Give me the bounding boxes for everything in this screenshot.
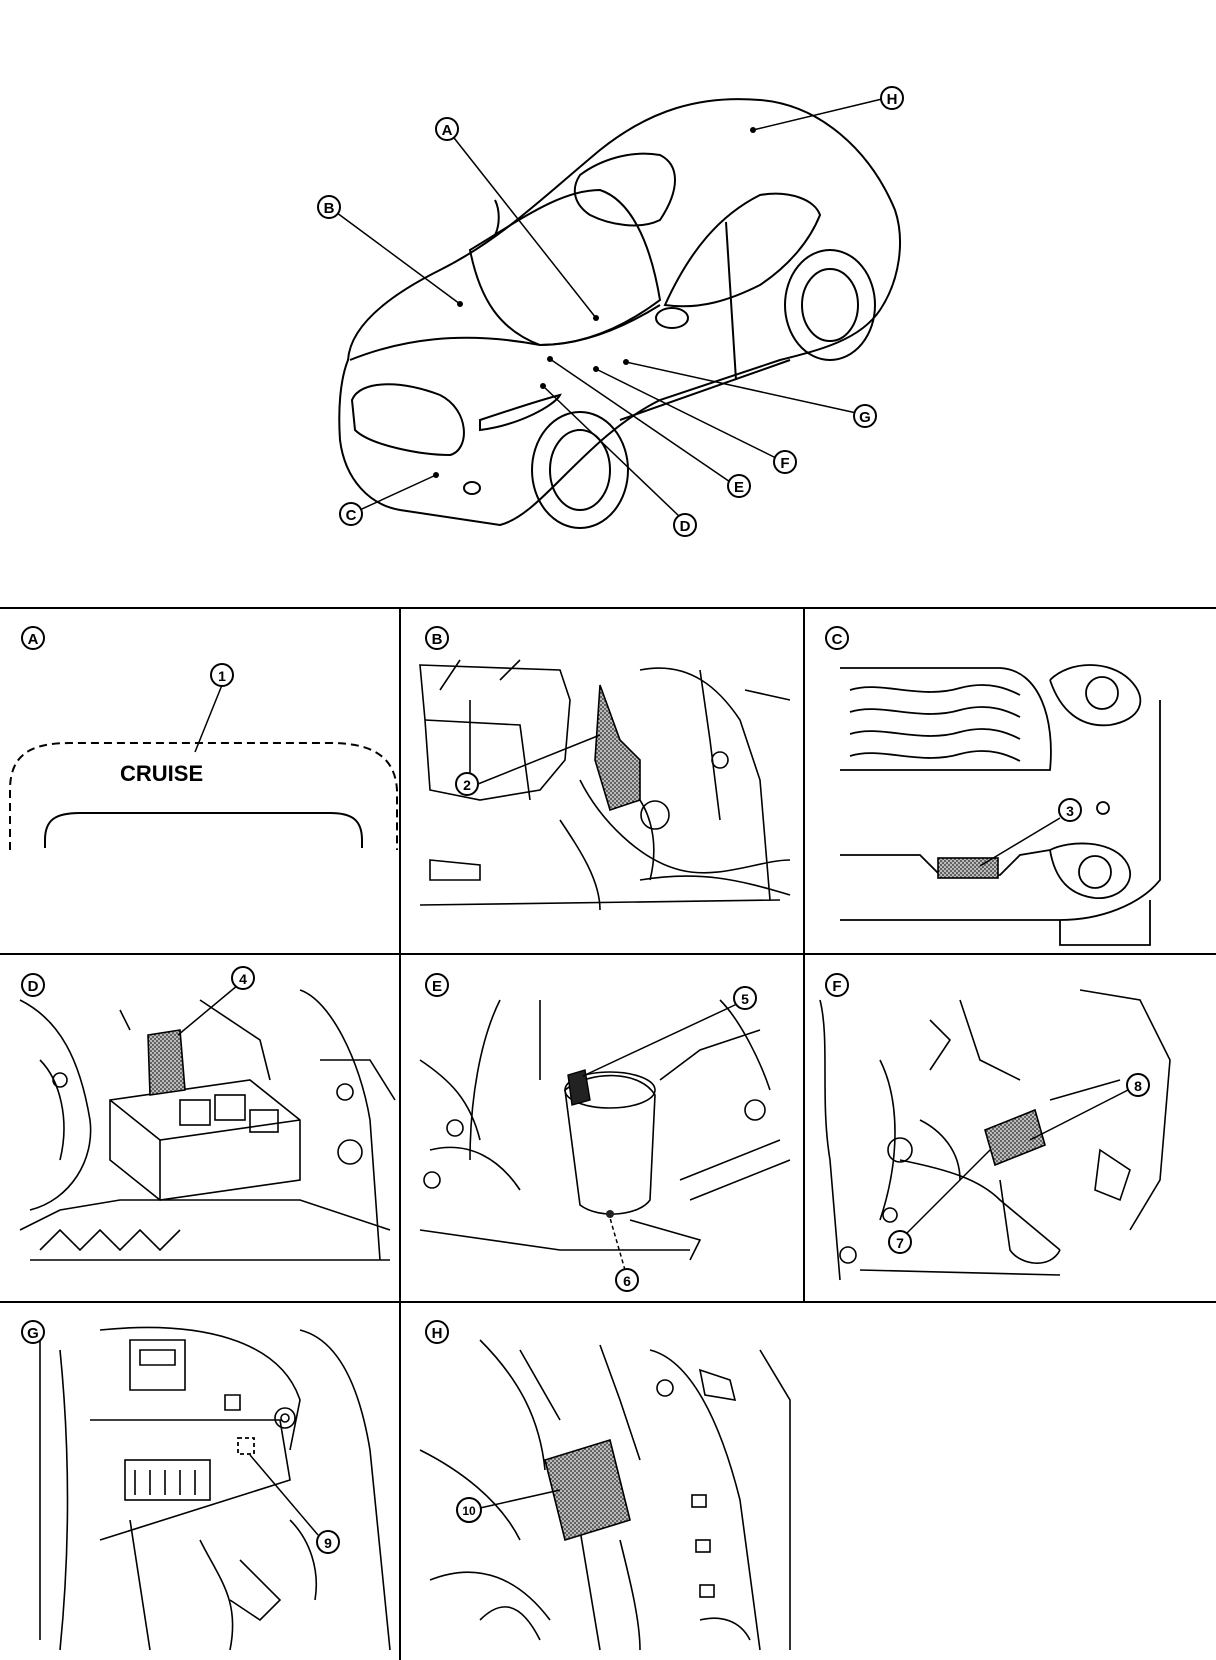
- panel-a: A CRUISE 1: [9, 626, 398, 850]
- svg-text:F: F: [832, 978, 841, 995]
- part-7-callout: [888, 1230, 912, 1254]
- svg-text:9: 9: [324, 1535, 332, 1551]
- rear-interior-sketch: [419, 1339, 791, 1651]
- svg-text:6: 6: [623, 1273, 631, 1289]
- cruise-indicator: CRUISE: [120, 761, 203, 786]
- svg-text:4: 4: [239, 971, 247, 987]
- overview-callout-a: A: [435, 117, 459, 141]
- part-3-callout: [1058, 798, 1082, 822]
- svg-text:B: B: [324, 200, 335, 217]
- overview-callout-h: H: [880, 86, 904, 110]
- panel-c: C 3: [825, 626, 1161, 946]
- part-9-component: [237, 1437, 255, 1455]
- part-5-callout: [733, 986, 757, 1010]
- svg-text:3: 3: [1066, 803, 1074, 819]
- instrument-cluster-outline: [9, 742, 398, 850]
- overview-points: [433, 127, 756, 478]
- part-4-callout: [231, 966, 255, 990]
- svg-text:A: A: [442, 122, 453, 139]
- engine-bay-sketch-f: [819, 989, 1171, 1281]
- panel-d: D 4: [19, 966, 396, 1261]
- part-2-component: [594, 684, 641, 812]
- panel-b: B 2: [419, 626, 791, 911]
- svg-text:F: F: [780, 455, 789, 472]
- svg-text:E: E: [432, 978, 442, 995]
- svg-text:D: D: [28, 978, 39, 995]
- dashboard-sketch: [39, 1326, 391, 1651]
- svg-text:7: 7: [896, 1235, 904, 1251]
- fuse-box-sketch: [19, 989, 396, 1261]
- panel-f: F 8 7: [819, 973, 1171, 1281]
- part-8-component: [984, 1108, 1046, 1167]
- svg-text:B: B: [432, 631, 443, 648]
- svg-text:1: 1: [218, 668, 226, 684]
- part-6-callout: [615, 1268, 639, 1292]
- svg-text:5: 5: [741, 991, 749, 1007]
- panel-e: E 5 6: [419, 973, 791, 1292]
- svg-text:C: C: [832, 631, 843, 648]
- overview-leaders: [328, 98, 883, 518]
- svg-text:G: G: [859, 409, 871, 426]
- overview-callout-g: G: [853, 404, 877, 428]
- svg-text:C: C: [346, 507, 357, 524]
- front-bumper-sketch: [840, 664, 1161, 946]
- svg-text:H: H: [432, 1325, 443, 1342]
- overview-callout-d: D: [673, 513, 697, 537]
- svg-text:E: E: [734, 479, 744, 496]
- part-8-callout: [1126, 1073, 1150, 1097]
- part-6-component: [606, 1210, 614, 1218]
- svg-text:10: 10: [462, 1504, 476, 1518]
- overview-callout-f: F: [773, 450, 797, 474]
- svg-text:A: A: [28, 631, 39, 648]
- part-9-callout: [316, 1530, 340, 1554]
- svg-text:D: D: [680, 518, 691, 535]
- panel-grid: [0, 607, 1216, 1660]
- part-2-callout: [455, 772, 479, 796]
- part-5-component: [567, 1069, 591, 1106]
- svg-text:H: H: [887, 91, 898, 108]
- part-3-component: [937, 857, 999, 879]
- part-4-component: [147, 1029, 186, 1096]
- svg-text:2: 2: [463, 777, 471, 793]
- svg-text:8: 8: [1134, 1078, 1142, 1094]
- overview-callout-e: E: [727, 474, 751, 498]
- panel-h: H 10: [419, 1320, 791, 1651]
- brake-master-sketch: [419, 999, 791, 1261]
- part-10-component: [544, 1438, 631, 1542]
- svg-text:G: G: [27, 1325, 39, 1342]
- car-overview: [338, 98, 901, 529]
- part-1-callout: [210, 663, 234, 687]
- overview-callout-c: C: [339, 502, 363, 526]
- panel-g: G 9: [21, 1320, 391, 1651]
- engine-bay-sketch-b: [419, 659, 791, 911]
- overview-callout-b: B: [317, 195, 341, 219]
- part-10-callout: [456, 1497, 482, 1523]
